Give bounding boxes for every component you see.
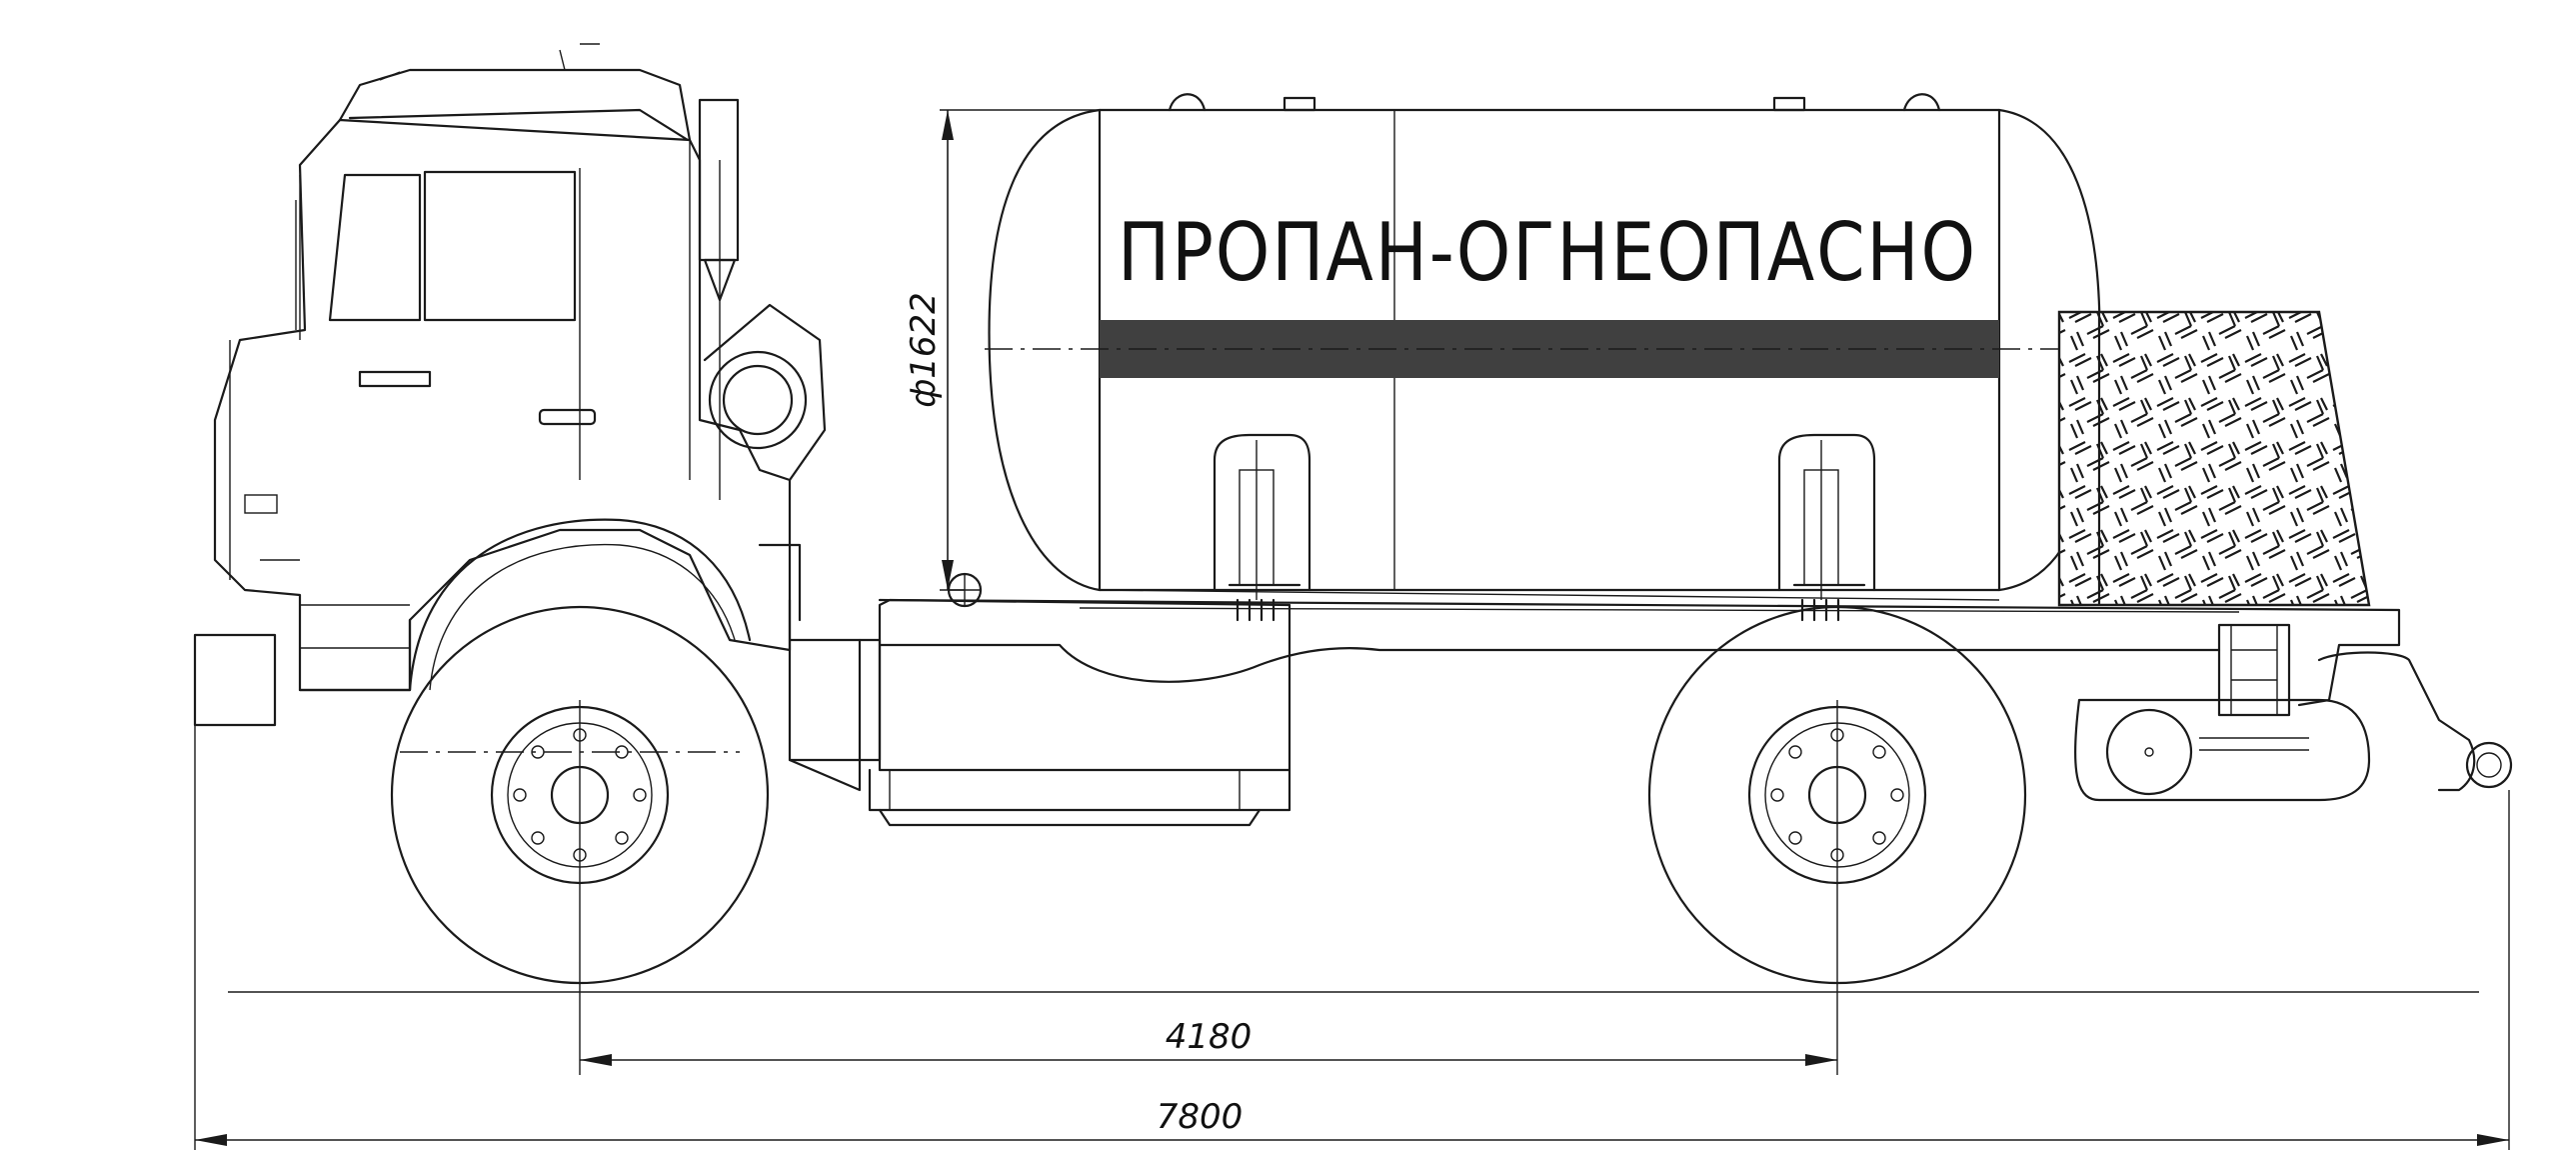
front-wheel (390, 605, 770, 1075)
tank-diameter-label: ф1622 (904, 292, 944, 408)
tank-label: ПРОПАН-ОГНЕОПАСНО (1118, 206, 1977, 299)
dimension-overall-length: 7800 (194, 725, 2510, 1150)
dimension-wheelbase: 4180 (580, 1017, 1837, 1066)
truck-cab (193, 43, 862, 792)
rear-wheel (1647, 605, 2027, 1075)
wheelbase-label: 4180 (1166, 1017, 1253, 1057)
equipment-cabinet (2057, 310, 2371, 607)
dimension-tank-diameter: ф1622 (904, 109, 1100, 591)
gas-tank: ПРОПАН-ОГНЕОПАСНО (947, 93, 2119, 622)
overall-length-label: 7800 (1157, 1097, 1244, 1137)
